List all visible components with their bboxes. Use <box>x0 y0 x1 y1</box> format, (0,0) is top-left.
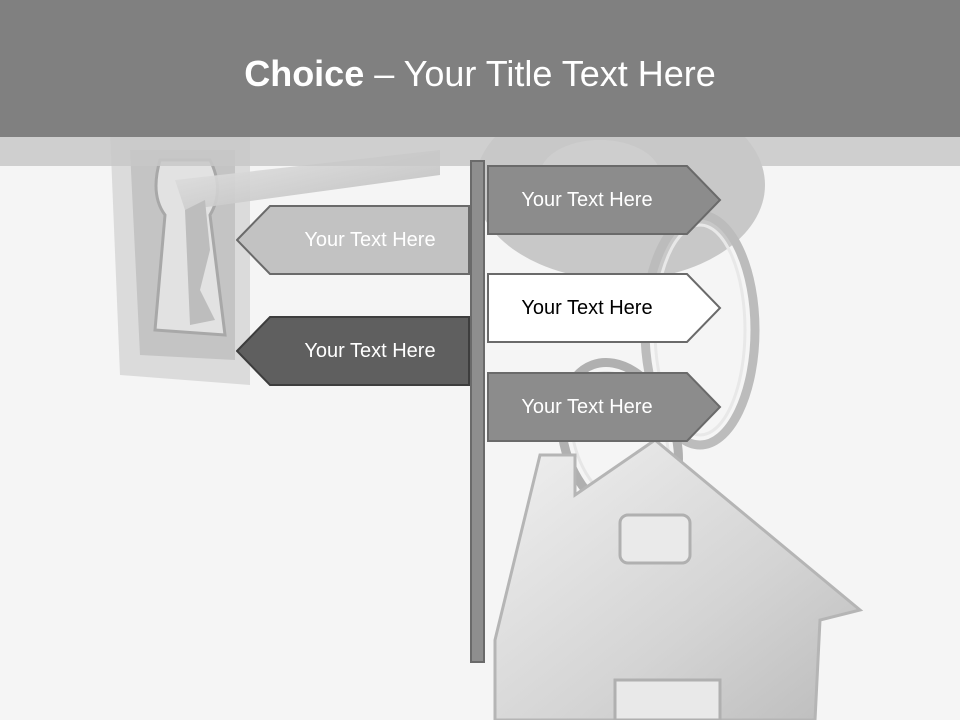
sign-arrow-4-shape <box>236 316 470 386</box>
sign-arrow-3-shape <box>487 273 722 343</box>
signpost-pole <box>470 160 485 663</box>
sign-arrow-5-shape <box>487 372 722 442</box>
sign-arrow-3[interactable]: Your Text Here <box>487 273 727 343</box>
sign-arrow-1-shape <box>487 165 722 235</box>
sign-arrow-4-label: Your Text Here <box>304 339 436 362</box>
slide-title-rest: – Your Title Text Here <box>364 52 716 94</box>
slide-title-bold: Choice <box>244 52 365 94</box>
slide-title[interactable]: Choice – Your Title Text Here <box>244 53 716 95</box>
sign-arrow-5[interactable]: Your Text Here <box>487 372 727 442</box>
sign-arrow-2-label: Your Text Here <box>304 228 436 251</box>
sign-arrow-5-label: Your Text Here <box>521 395 653 418</box>
sign-arrow-2[interactable]: Your Text Here <box>236 205 476 275</box>
sign-arrow-1-label: Your Text Here <box>521 188 653 211</box>
sign-arrow-2-shape <box>236 205 470 275</box>
sign-arrow-1[interactable]: Your Text Here <box>487 165 727 235</box>
title-bar: Choice – Your Title Text Here <box>0 0 960 137</box>
sign-arrow-3-label: Your Text Here <box>521 296 653 319</box>
sign-arrow-4[interactable]: Your Text Here <box>236 316 476 386</box>
